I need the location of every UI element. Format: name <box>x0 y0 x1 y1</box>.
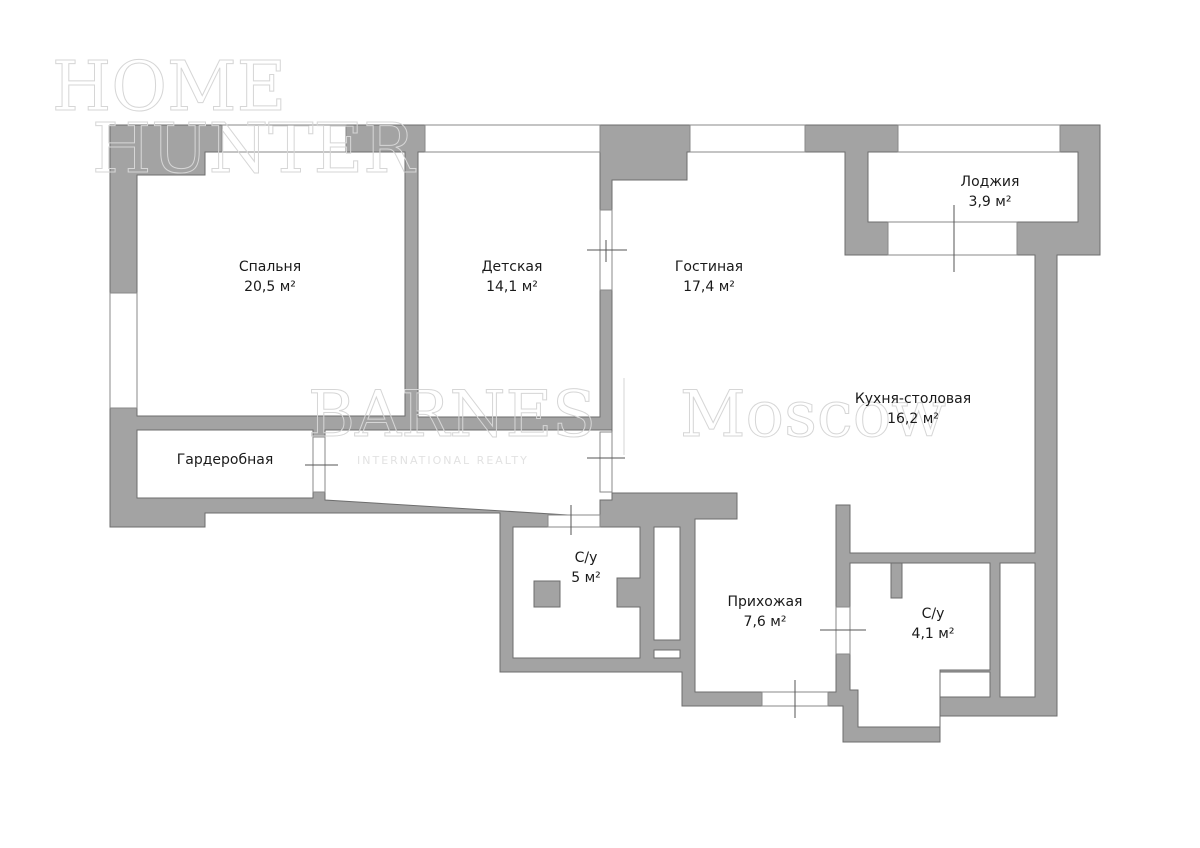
room-bathroom-1 <box>512 526 641 659</box>
label-loggia: Лоджия <box>961 174 1020 190</box>
label-bedroom: Спальня <box>239 259 301 275</box>
watermark-moscow: Moscow <box>680 378 946 452</box>
door-opening <box>599 431 613 493</box>
label-bathroom-2: С/у <box>922 606 945 622</box>
room-kids <box>417 151 601 418</box>
window <box>689 124 806 153</box>
area-hallway: 7,6 м² <box>744 614 787 630</box>
area-bathroom-2: 4,1 м² <box>912 626 955 642</box>
room-bedroom <box>136 151 406 417</box>
label-kids: Детская <box>482 259 543 275</box>
room-loggia <box>867 151 1079 223</box>
watermark-barnes: BARNES <box>308 378 596 452</box>
window <box>109 292 138 409</box>
watermark-home: HOME <box>52 48 286 127</box>
shaft-2 <box>653 649 681 659</box>
area-kitchen: 16,2 м² <box>887 411 939 427</box>
shaft-3 <box>999 562 1036 698</box>
window <box>424 124 601 153</box>
door-opening <box>547 514 601 528</box>
room-bathroom-2 <box>849 562 991 728</box>
label-hallway: Прихожая <box>728 594 803 610</box>
bathroom-shaft-block <box>533 580 561 608</box>
label-bathroom-1: С/у <box>575 550 598 566</box>
watermark-hunter: HUNTER <box>92 110 416 189</box>
window <box>221 124 347 153</box>
room-corridor <box>324 429 613 518</box>
shaft-4 <box>939 671 991 698</box>
label-kitchen: Кухня-столовая <box>855 391 971 407</box>
loggia-door-opening <box>887 221 1018 256</box>
watermark-realty: INTERNATIONAL REALTY <box>357 454 529 467</box>
area-living: 17,4 м² <box>683 279 735 295</box>
area-loggia: 3,9 м² <box>969 194 1012 210</box>
label-living: Гостиная <box>675 259 743 275</box>
area-kids: 14,1 м² <box>486 279 538 295</box>
window <box>897 124 1061 153</box>
room-wardrobe <box>136 429 314 499</box>
area-bathroom-1: 5 м² <box>571 570 601 586</box>
label-wardrobe: Гардеробная <box>177 452 274 468</box>
area-bedroom: 20,5 м² <box>244 279 296 295</box>
bathroom-2-stub <box>890 562 903 599</box>
shaft-1 <box>653 526 681 641</box>
